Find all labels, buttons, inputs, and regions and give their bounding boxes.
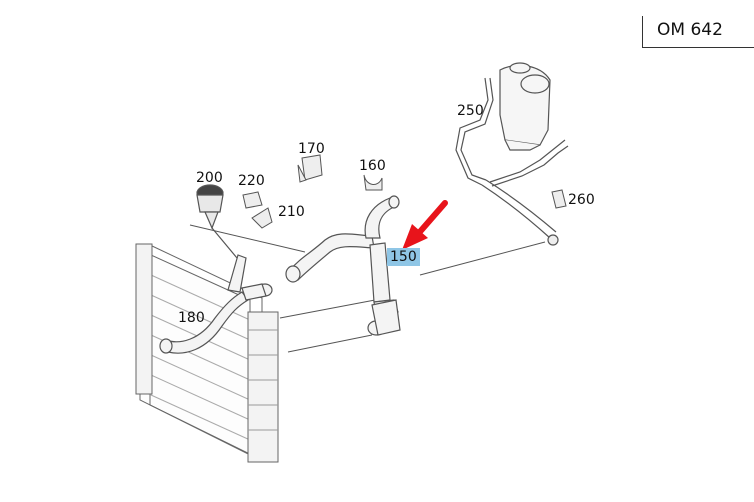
expansion-tank — [499, 62, 551, 151]
leader-line — [287, 334, 373, 353]
part-label-150-highlighted[interactable]: 150 — [387, 248, 420, 266]
part-label-260[interactable]: 260 — [568, 192, 595, 208]
model-code-box — [642, 16, 754, 48]
part-label-200[interactable]: 200 — [196, 170, 223, 186]
clip-260 — [551, 189, 567, 209]
part-label-180[interactable]: 180 — [178, 310, 205, 326]
leader-line — [189, 224, 306, 253]
clamp-160 — [363, 174, 383, 191]
bracket-210 — [251, 207, 273, 229]
part-label-170[interactable]: 170 — [298, 141, 325, 157]
red-arrow-icon — [402, 200, 448, 250]
model-code: OM 642 — [657, 20, 723, 40]
hose-180 — [159, 254, 273, 354]
thermostat-200 — [196, 184, 238, 259]
clamp-220 — [242, 191, 263, 209]
part-label-210[interactable]: 210 — [278, 204, 305, 220]
bracket-170 — [297, 154, 323, 183]
part-label-160[interactable]: 160 — [359, 158, 386, 174]
part-label-220[interactable]: 220 — [238, 173, 265, 189]
radiator — [135, 243, 279, 463]
hose-250 — [455, 77, 569, 246]
part-label-250[interactable]: 250 — [457, 103, 484, 119]
hose-150 — [285, 195, 401, 336]
leader-line — [419, 241, 546, 276]
leader-line — [279, 299, 376, 319]
